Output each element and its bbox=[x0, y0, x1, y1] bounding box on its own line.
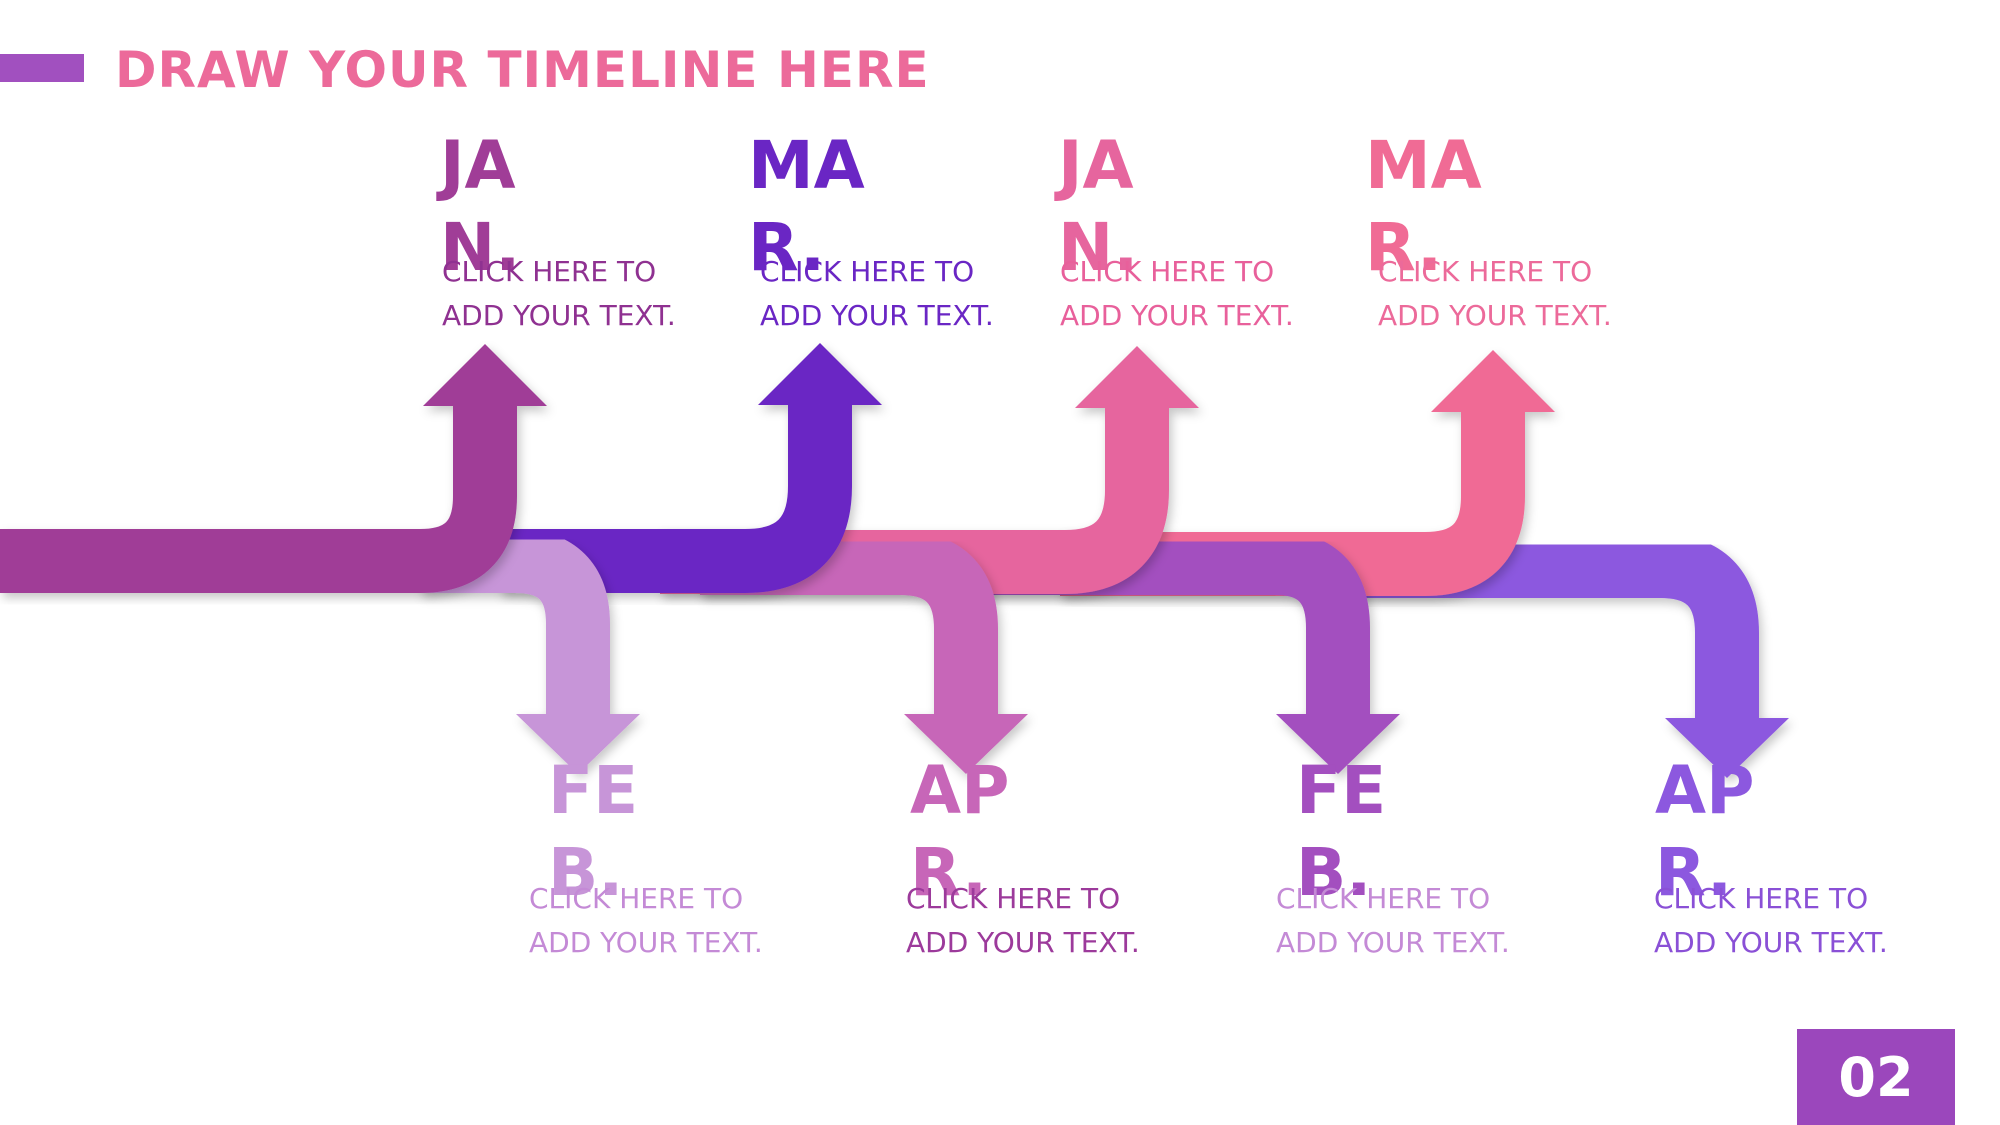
arrow-feb-1 bbox=[420, 529, 640, 774]
month-label-jan-1: JAN. bbox=[440, 127, 521, 286]
arrow-feb-2 bbox=[940, 531, 1400, 774]
milestone-text-feb-1[interactable]: CLICK HERE TO ADD YOUR TEXT. bbox=[529, 882, 763, 959]
month-label-mar-1: MAR. bbox=[748, 127, 865, 286]
arrow-apr-2 bbox=[1300, 534, 1789, 778]
arrow-mar-1 bbox=[500, 343, 882, 593]
arrow-apr-1 bbox=[700, 531, 1028, 774]
title-accent-bar bbox=[0, 54, 84, 82]
milestone-text-mar-1[interactable]: CLICK HERE TO ADD YOUR TEXT. bbox=[760, 255, 994, 332]
milestone-text-apr-1[interactable]: CLICK HERE TO ADD YOUR TEXT. bbox=[906, 882, 1140, 959]
milestone-text-apr-2[interactable]: CLICK HERE TO ADD YOUR TEXT. bbox=[1654, 882, 1888, 959]
page-number-badge: 02 bbox=[1797, 1029, 1955, 1125]
arrow-jan-2 bbox=[660, 346, 1199, 594]
arrow-jan-1 bbox=[0, 344, 547, 593]
month-label-mar-2: MAR. bbox=[1365, 127, 1482, 286]
slide-title: DRAW YOUR TIMELINE HERE bbox=[115, 41, 930, 99]
milestone-text-mar-2[interactable]: CLICK HERE TO ADD YOUR TEXT. bbox=[1378, 255, 1612, 332]
month-label-feb-2: FEB. bbox=[1296, 752, 1387, 911]
milestone-text-jan-1[interactable]: CLICK HERE TO ADD YOUR TEXT. bbox=[442, 255, 676, 332]
month-label-apr-1: APR. bbox=[910, 752, 1010, 911]
month-label-feb-1: FEB. bbox=[548, 752, 639, 911]
month-label-jan-2: JAN. bbox=[1058, 127, 1139, 286]
milestone-text-jan-2[interactable]: CLICK HERE TO ADD YOUR TEXT. bbox=[1060, 255, 1294, 332]
milestone-text-feb-2[interactable]: CLICK HERE TO ADD YOUR TEXT. bbox=[1276, 882, 1510, 959]
month-label-apr-2: APR. bbox=[1655, 752, 1755, 911]
arrow-mar-2 bbox=[1060, 350, 1555, 596]
